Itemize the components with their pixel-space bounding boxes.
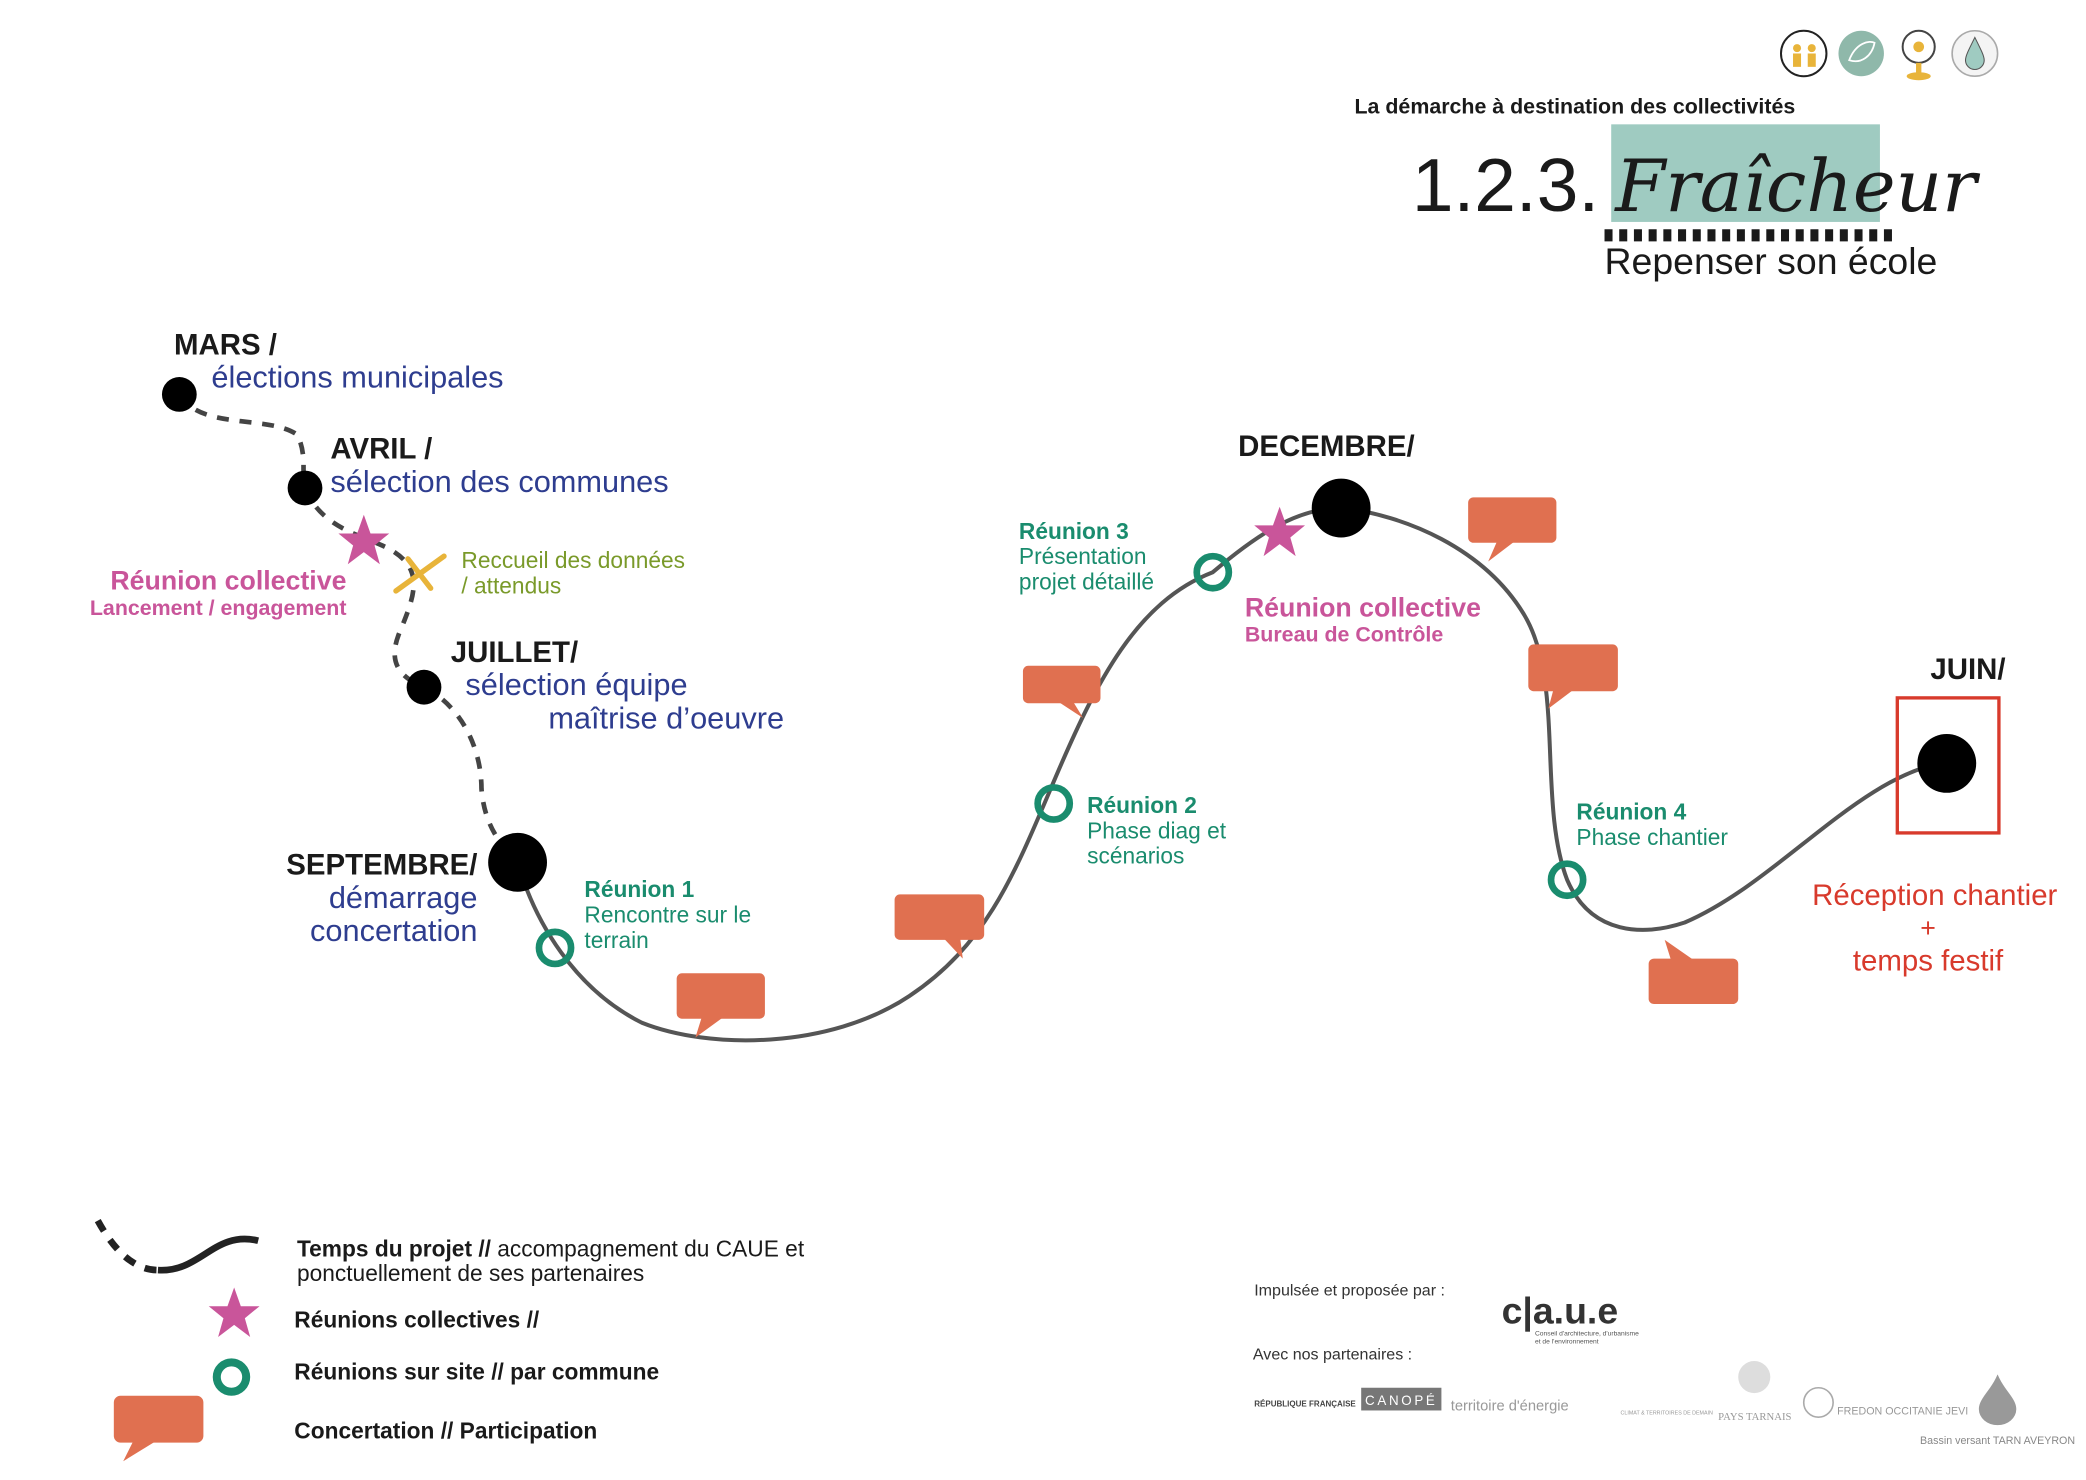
label-reunion1-line1: Rencontre sur le <box>584 901 751 927</box>
milestone-dot-juin <box>1917 733 1977 793</box>
legend-dashed-line-icon <box>94 1219 159 1274</box>
partners-label: Avec nos partenaires : <box>1253 1346 1412 1364</box>
concertation-bubble <box>894 894 985 959</box>
label-recueil: Reccueil des données <box>461 547 685 573</box>
collective-meeting-star-icon <box>338 514 390 565</box>
logo-climat: CLIMAT & TERRITOIRES DE DEMAIN <box>1621 1410 1713 1416</box>
label-juin-line3: temps festif <box>1853 945 2004 978</box>
label-reunion1-line2: terrain <box>584 927 648 953</box>
partner-logos: RÉPUBLIQUE FRANÇAISE CANOPÉ territoire d… <box>1254 1361 2075 1447</box>
leaf-icon <box>1838 30 1884 77</box>
legend-project: Temps du projet // accompagnement du CAU… <box>297 1236 805 1262</box>
logo-fredon: FREDON OCCITANIE JEVI <box>1837 1405 1968 1417</box>
milestone-dot-septembre <box>488 832 547 892</box>
legend-ring-icon <box>212 1358 251 1396</box>
label-mars-desc: élections municipales <box>211 360 503 395</box>
promoted-by-label: Impulsée et proposée par : <box>1254 1282 1445 1300</box>
logo-pays-tarnais: PAYS TARNAIS <box>1718 1411 1791 1423</box>
collective-meeting-star-icon <box>1254 506 1306 557</box>
label-reunion-lancement: Réunion collective <box>110 566 346 596</box>
label-reunion4: Réunion 4 <box>1576 799 1686 825</box>
label-reunion3: Réunion 3 <box>1019 518 1129 544</box>
label-septembre-desc2: concertation <box>310 913 477 948</box>
logo-bassin-drop-icon <box>1978 1374 2017 1426</box>
label-recueil-2: / attendus <box>461 573 561 599</box>
label-juin: JUIN/ <box>1930 653 2005 686</box>
site-meeting-ring-3 <box>1193 552 1233 592</box>
label-mars: MARS / <box>174 328 277 361</box>
legend-concertation: Concertation // Participation <box>294 1418 597 1444</box>
label-juillet-desc1: sélection équipe <box>465 667 687 702</box>
legend-star-icon <box>208 1287 260 1337</box>
site-meeting-ring-2 <box>1034 784 1074 823</box>
label-reunion2-line1: Phase diag et <box>1087 817 1227 843</box>
milestone-dot-mars <box>161 377 197 412</box>
concertation-bubble <box>1648 939 1739 1005</box>
logo-canope: CANOPÉ <box>1365 1393 1437 1408</box>
label-reunion-bureau: Réunion collective <box>1245 592 1481 622</box>
caue-logo: c|a.u.e <box>1502 1290 1619 1333</box>
concertation-bubble <box>1468 497 1557 562</box>
label-septembre-desc1: démarrage <box>329 880 478 915</box>
label-juillet: JUILLET/ <box>451 636 578 669</box>
label-reunion4-line1: Phase chantier <box>1576 824 1728 850</box>
family-icon <box>1779 29 1828 78</box>
title-highlight <box>1611 124 1880 222</box>
label-avril-desc: sélection des communes <box>330 464 668 499</box>
concertation-bubble <box>1528 644 1618 709</box>
logo-territoire-energie: territoire d'énergie <box>1451 1398 1569 1414</box>
label-juillet-desc2: maîtrise d’oeuvre <box>548 701 784 736</box>
concertation-bubble <box>1022 665 1101 718</box>
legend-collective: Réunions collectives // <box>294 1307 540 1333</box>
legend: Temps du projet // accompagnement du CAU… <box>94 1219 805 1462</box>
title-main: Fraîcheur <box>1613 145 1981 229</box>
label-reunion3-line2: projet détaillé <box>1019 569 1154 595</box>
logo-pays-tarnais-emblem <box>1738 1361 1771 1394</box>
legend-bubble-icon <box>113 1395 204 1462</box>
title-prefix: 1.2.3. <box>1412 143 1599 227</box>
label-reunion1: Réunion 1 <box>584 876 694 902</box>
logo-bassin: Bassin versant TARN AVEYRON <box>1920 1435 2075 1447</box>
label-reunion2-line2: scénarios <box>1087 843 1184 869</box>
label-juin-line2: + <box>1920 913 1936 943</box>
label-reunion3-line1: Présentation <box>1019 543 1147 569</box>
label-septembre: SEPTEMBRE/ <box>286 848 477 881</box>
legend-solid-line-icon <box>157 1235 259 1274</box>
juin-highlight-frame <box>1895 696 2001 835</box>
site-meeting-ring-4 <box>1547 860 1587 900</box>
water-drop-icon <box>1951 29 1999 78</box>
label-reunion-lancement-sub: Lancement / engagement <box>90 596 347 620</box>
milestone-dot-avril <box>287 470 323 506</box>
title-tagline: Repenser son école <box>1605 240 1938 282</box>
caue-sub2: et de l'environnement <box>1535 1339 1599 1346</box>
caue-sub1: Conseil d'architecture, d'urbanisme <box>1535 1331 1639 1338</box>
milestone-dot-juillet <box>406 669 442 705</box>
legend-project-line2: ponctuellement de ses partenaires <box>297 1260 644 1286</box>
label-reunion-bureau-sub: Bureau de Contrôle <box>1245 623 1443 647</box>
site-meeting-ring-1 <box>535 928 575 968</box>
label-reunion2: Réunion 2 <box>1087 792 1197 818</box>
logo-canope-badge <box>1361 1387 1442 1411</box>
logo-fredon-emblem <box>1802 1386 1834 1418</box>
label-juin-line1: Réception chantier <box>1812 879 2057 912</box>
data-collection-cross-icon <box>393 553 447 594</box>
concertation-bubble <box>676 973 765 1038</box>
legend-site: Réunions sur site // par commune <box>294 1359 659 1385</box>
milestone-dot-decembre <box>1311 478 1371 538</box>
header-subtitle: La démarche à destination des collectivi… <box>1355 95 1796 119</box>
logo-republique: RÉPUBLIQUE FRANÇAISE <box>1254 1399 1356 1408</box>
label-avril: AVRIL / <box>330 433 432 466</box>
label-decembre: DECEMBRE/ <box>1238 430 1414 463</box>
fan-icon <box>1901 29 1936 81</box>
